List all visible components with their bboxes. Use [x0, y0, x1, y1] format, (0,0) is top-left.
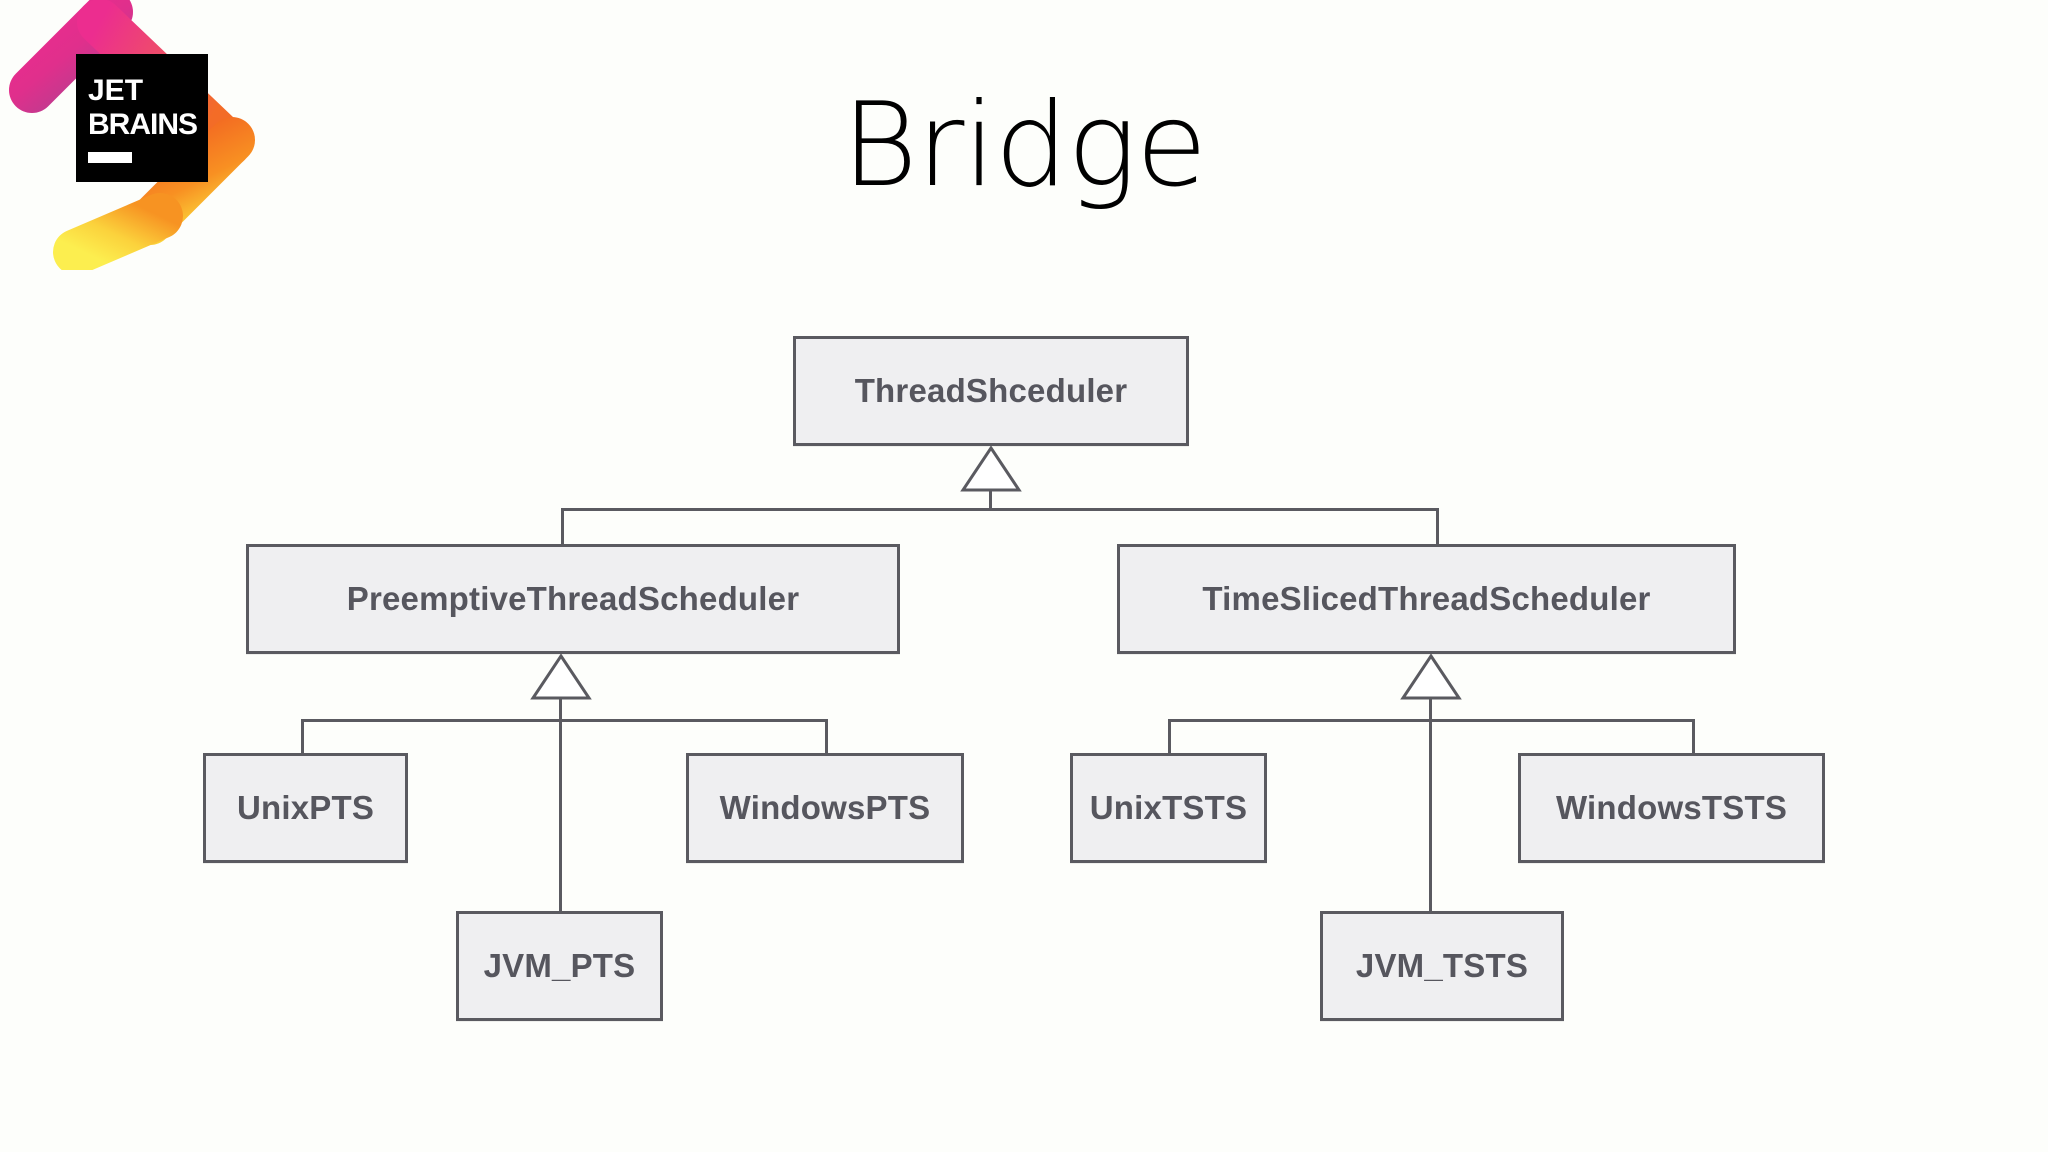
- node-jvmpts[interactable]: JVM_PTS: [456, 911, 663, 1021]
- edge-drop-timesliced: [1436, 508, 1439, 546]
- node-label: JVM_TSTS: [1355, 947, 1529, 984]
- node-label: WindowsTSTS: [1555, 789, 1788, 826]
- node-windowststs[interactable]: WindowsTSTS: [1518, 753, 1825, 863]
- edge-drop-jvmtsts: [1429, 719, 1432, 911]
- page-title: Bridge: [841, 78, 1208, 213]
- svg-text:BRAINS: BRAINS: [88, 108, 197, 141]
- node-label: ThreadShceduler: [854, 372, 1128, 409]
- node-timeslicedthreadscheduler[interactable]: TimeSlicedThreadScheduler: [1117, 544, 1736, 654]
- edge-drop-unixpts: [301, 719, 304, 755]
- node-label: TimeSlicedThreadScheduler: [1202, 580, 1651, 617]
- node-label: WindowsPTS: [719, 789, 931, 826]
- edge-drop-windowststs: [1692, 719, 1695, 755]
- edge-root-stem: [989, 489, 992, 511]
- edge-preemptive-stem: [559, 697, 562, 721]
- node-jvmtsts[interactable]: JVM_TSTS: [1320, 911, 1564, 1021]
- node-label: JVM_PTS: [483, 947, 636, 984]
- node-unixpts[interactable]: UnixPTS: [203, 753, 408, 863]
- jetbrains-logo: JET BRAINS: [0, 0, 272, 270]
- node-unixtsts[interactable]: UnixTSTS: [1070, 753, 1267, 863]
- svg-text:JET: JET: [88, 74, 143, 107]
- edge-drop-windowspts: [825, 719, 828, 755]
- node-label: PreemptiveThreadScheduler: [346, 580, 800, 617]
- edge-drop-unixtsts: [1168, 719, 1171, 755]
- node-preemptivethreadscheduler[interactable]: PreemptiveThreadScheduler: [246, 544, 900, 654]
- edge-drop-jvmpts: [559, 719, 562, 911]
- node-label: UnixPTS: [236, 789, 375, 826]
- jetbrains-logo-wordmark-block: JET BRAINS: [76, 54, 208, 182]
- edge-timesliced-stem: [1429, 697, 1432, 721]
- edge-bus-level1: [561, 508, 1439, 511]
- node-label: UnixTSTS: [1089, 789, 1248, 826]
- node-threadshceduler[interactable]: ThreadShceduler: [793, 336, 1189, 446]
- edge-drop-preemptive: [561, 508, 564, 546]
- node-windowspts[interactable]: WindowsPTS: [686, 753, 964, 863]
- edge-bus-preemptive-children: [301, 719, 828, 722]
